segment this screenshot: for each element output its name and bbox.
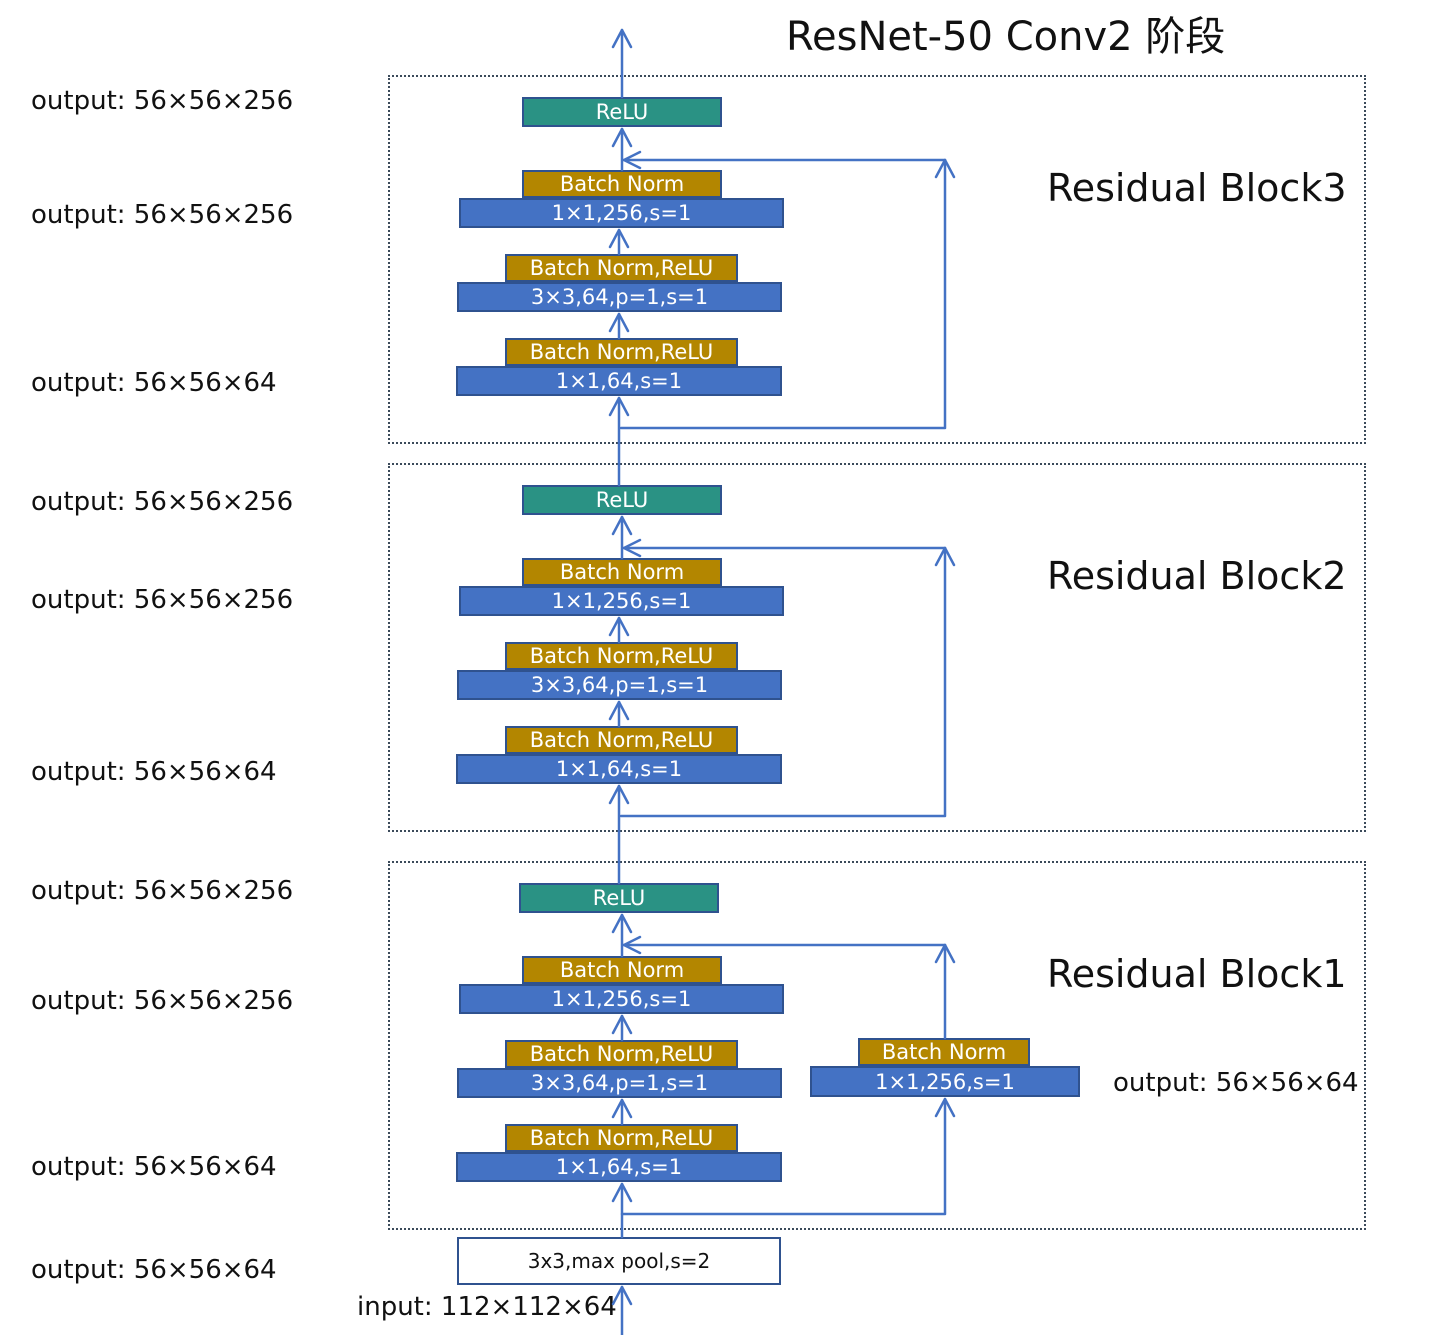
block2-batchnorm-2-layer: Batch Norm,ReLU — [505, 642, 738, 670]
diagram-title: ResNet-50 Conv2 阶段 — [786, 14, 1226, 60]
block1-batchnorm-2-layer: Batch Norm,ReLU — [505, 1040, 738, 1068]
block2-output-label-conv3: output: 56×56×256 — [31, 585, 294, 615]
block3-output-label-conv3: output: 56×56×256 — [31, 200, 294, 230]
block2-output-label-relu: output: 56×56×256 — [31, 487, 294, 517]
block1-output-label-relu: output: 56×56×256 — [31, 876, 294, 906]
block1-relu-layer: ReLU — [519, 883, 719, 913]
block2-relu-layer: ReLU — [522, 485, 722, 515]
block3-output-label-conv1: output: 56×56×64 — [31, 368, 277, 398]
residual-block-2-frame — [388, 463, 1366, 832]
shortcut-conv-layer: 1×1,256,s=1 — [810, 1066, 1080, 1097]
residual-block-1-frame — [388, 861, 1366, 1230]
arrow-block3-shortcut — [619, 158, 947, 430]
residual-block-3-title: Residual Block3 — [1047, 166, 1347, 210]
block3-batchnorm-2-layer: Batch Norm,ReLU — [505, 254, 738, 282]
residual-block-1-title: Residual Block1 — [1047, 952, 1347, 996]
residual-block-3-frame — [388, 75, 1366, 444]
block1-conv-2-layer: 3×3,64,p=1,s=1 — [457, 1068, 782, 1098]
input-label: input: 112×112×64 — [357, 1292, 617, 1322]
block3-relu-layer: ReLU — [522, 97, 722, 127]
block1-conv-3-layer: 1×1,256,s=1 — [459, 984, 784, 1014]
block3-batchnorm-1-layer: Batch Norm,ReLU — [505, 338, 738, 366]
block3-conv-1-layer: 1×1,64,s=1 — [456, 366, 782, 396]
block1-conv-1-layer: 1×1,64,s=1 — [456, 1152, 782, 1182]
block1-output-label-conv1: output: 56×56×64 — [31, 1152, 277, 1182]
max-pool-layer: 3x3,max pool,s=2 — [457, 1237, 781, 1285]
arrow-block1-shortcut — [620, 1097, 947, 1216]
block2-conv-3-layer: 1×1,256,s=1 — [459, 586, 784, 616]
block2-conv-1-layer: 1×1,64,s=1 — [456, 754, 782, 784]
block3-conv-2-layer: 3×3,64,p=1,s=1 — [457, 282, 782, 312]
block3-output-label-relu: output: 56×56×256 — [31, 86, 294, 116]
arrow-block2-shortcut — [619, 546, 947, 818]
residual-block-2-title: Residual Block2 — [1047, 554, 1347, 598]
block2-output-label-conv1: output: 56×56×64 — [31, 757, 277, 787]
block3-conv-3-layer: 1×1,256,s=1 — [459, 198, 784, 228]
shortcut-output-label: output: 56×56×64 — [1113, 1068, 1359, 1098]
block3-batchnorm-3-layer: Batch Norm — [522, 170, 722, 198]
pool-output-label: output: 56×56×64 — [31, 1255, 277, 1285]
block2-batchnorm-1-layer: Batch Norm,ReLU — [505, 726, 738, 754]
block2-conv-2-layer: 3×3,64,p=1,s=1 — [457, 670, 782, 700]
block2-batchnorm-3-layer: Batch Norm — [522, 558, 722, 586]
shortcut-batchnorm-layer: Batch Norm — [858, 1038, 1030, 1066]
block1-output-label-conv3: output: 56×56×256 — [31, 986, 294, 1016]
